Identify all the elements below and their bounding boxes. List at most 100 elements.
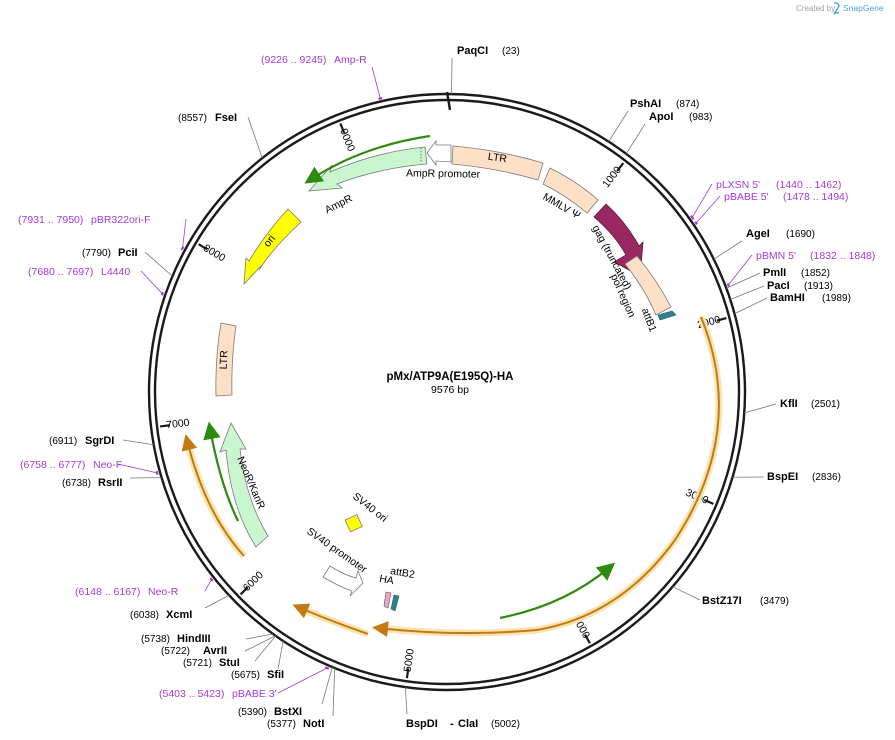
primer-leader-2 [695, 195, 721, 224]
enzyme-name: NotI [303, 718, 324, 730]
orf-arc-lower[interactable] [292, 603, 370, 638]
primer-range: (1440 .. 1462) [776, 179, 841, 191]
enzyme-name: AvrII [203, 645, 227, 657]
enzyme-bspdi-clai[interactable]: BspDI - ClaI (5002) [406, 718, 520, 730]
orf-arc-left[interactable] [181, 434, 247, 559]
mmlv-psi-feature[interactable] [542, 167, 599, 214]
primer-marks [117, 66, 753, 694]
enzyme-position: (5738) [141, 634, 170, 645]
tick-8000 [198, 243, 208, 251]
enzyme-noti[interactable]: (5377) NotI [267, 718, 324, 730]
ltr-feature-top[interactable] [451, 145, 544, 181]
orf-green-arrow [499, 562, 616, 620]
enzyme-pmli[interactable]: PmlI (1852) [763, 267, 830, 279]
primer-pbabe-3[interactable]: (5403 .. 5423) pBABE 3' [159, 688, 277, 700]
enzyme-bamhi[interactable]: BamHI (1989) [770, 292, 851, 304]
enzyme-sites: PaqCI (23) PshAI (874) ApoI (983) AgeI (… [49, 45, 851, 730]
neo-green-arrow [203, 421, 239, 522]
primer-binding-6 [155, 470, 159, 475]
enzyme-position: (3479) [760, 596, 789, 607]
primer-neo-r[interactable]: (6148 .. 6167) Neo-R [75, 586, 179, 598]
neor-kanr-feature[interactable] [219, 422, 269, 548]
gag-truncated-feature[interactable] [593, 203, 644, 277]
primer-plxsn-5[interactable]: pLXSN 5' (1440 .. 1462) [716, 179, 841, 191]
enzyme-paqci[interactable]: PaqCI (23) [457, 45, 520, 57]
enzyme-position: (2836) [812, 472, 841, 483]
enzyme-position: (7790) [82, 248, 111, 259]
ltr-feature-left[interactable] [215, 322, 237, 397]
pol-region-feature[interactable] [624, 255, 672, 316]
enzyme-hindiii[interactable]: (5738) HindIII [141, 633, 211, 645]
enzyme-position: (5377) [267, 719, 296, 730]
enzyme-bspei[interactable]: BspEI (2836) [767, 471, 841, 483]
sv40-ori-feature[interactable] [344, 514, 363, 533]
primer-amp-r[interactable]: (9226 .. 9245) Amp-R [261, 54, 367, 66]
enzyme-xcmi[interactable]: (6038) XcmI [130, 609, 192, 621]
enzyme-pshai[interactable]: PshAI (874) [630, 98, 699, 110]
sv40-promoter-label: SV40 promoter [304, 525, 369, 576]
primer-leader-1 [691, 183, 713, 218]
primer-leader-0 [371, 66, 381, 99]
enzyme-position: (6738) [62, 478, 91, 489]
primer-pbmn-5[interactable]: pBMN 5' (1832 .. 1848) [756, 250, 875, 262]
origin-tick [445, 91, 452, 111]
enzyme-sfii[interactable]: (5675) SfiI [231, 669, 284, 681]
enzyme-position: (1989) [822, 293, 851, 304]
enzyme-sgrdi[interactable]: (6911) SgrDI [49, 435, 114, 447]
enzyme-name: PaqCI [457, 45, 488, 57]
ampr-promoter-label: AmpR promoter [406, 167, 481, 180]
primer-range: (5403 .. 5423) [159, 688, 224, 700]
primer-l4440[interactable]: (7680 .. 7697) L4440 [28, 266, 130, 278]
attb2-feature[interactable] [390, 594, 400, 612]
enzyme-bstxi[interactable]: (5390) BstXI [238, 706, 302, 718]
primer-name: Neo-R [148, 586, 179, 598]
enzyme-position: (1852) [801, 268, 830, 279]
enzyme-name: PshAI [630, 98, 661, 110]
sv40-promoter-feature[interactable] [322, 565, 364, 597]
enzyme-agei[interactable]: AgeI (1690) [746, 228, 815, 240]
ampr-label: AmpR [323, 192, 355, 216]
snapgene-brand-text: SnapGene [843, 3, 884, 13]
primer-range: (1832 .. 1848) [810, 250, 875, 262]
primer-pbr322ori-f[interactable]: (7931 .. 7950) pBR322ori-F [18, 214, 151, 226]
primer-binding-5 [160, 291, 165, 296]
primer-binding-2 [694, 221, 698, 226]
ha-feature[interactable] [383, 591, 392, 609]
enzyme-pcii[interactable]: (7790) PciI [82, 247, 138, 259]
enzyme-name: StuI [219, 657, 240, 669]
primer-name: Neo-F [93, 459, 122, 471]
tick-label: 8000 [201, 242, 227, 264]
primer-pbabe-5[interactable]: pBABE 5' (1478 .. 1494) [724, 191, 848, 203]
enzyme-avrii[interactable]: (5722) AvrII [161, 645, 227, 657]
primer-name: pBABE 5' [724, 191, 769, 203]
attb1-feature[interactable] [657, 310, 677, 321]
enzyme-bstz17i[interactable]: BstZ17I (3479) [702, 595, 789, 607]
enzyme-leader-noti [332, 668, 336, 717]
enzyme-leader-avrii [244, 635, 276, 652]
enzyme-leader-pmli [726, 272, 761, 289]
enzyme-leader-hindiii [245, 633, 274, 640]
enzyme-paci[interactable]: PacI (1913) [767, 280, 833, 292]
enzyme-rsrii[interactable]: (6738) RsrII [62, 477, 122, 489]
enzyme-apoi[interactable]: ApoI (983) [649, 111, 712, 123]
ori-feature[interactable] [243, 208, 302, 286]
ampr-promoter-feature[interactable] [426, 139, 452, 167]
enzyme-kfli[interactable]: KflI (2501) [780, 398, 840, 410]
enzyme-leader-sgrdi [122, 439, 154, 446]
enzyme-name: XcmI [166, 609, 192, 621]
enzyme-position: (5390) [238, 707, 267, 718]
enzyme-fsei[interactable]: (8557) FseI [178, 112, 237, 124]
primer-range: (7931 .. 7950) [18, 214, 83, 226]
enzyme-leader-apoi [625, 123, 646, 155]
primer-binding-1 [690, 215, 695, 220]
enzyme-stui[interactable]: (5721) StuI [183, 657, 240, 669]
enzyme-position: (5002) [491, 719, 520, 730]
enzyme-leader-lines [122, 57, 777, 717]
ampr-feature[interactable] [308, 146, 428, 192]
tick-9000 [339, 122, 346, 134]
atp9a-orf-arc[interactable] [372, 315, 723, 638]
primer-name: Amp-R [334, 54, 367, 66]
primer-binding-0 [378, 96, 383, 100]
primer-neo-f[interactable]: (6758 .. 6777) Neo-F [20, 459, 122, 471]
